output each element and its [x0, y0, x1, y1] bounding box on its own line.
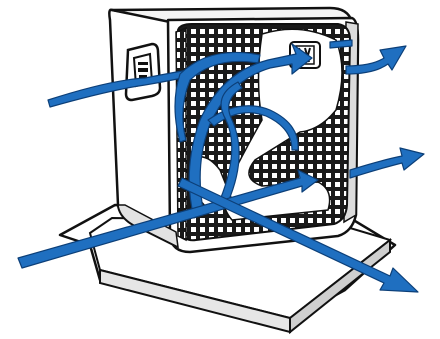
airflow-arrow-upper-right	[345, 45, 407, 75]
airflow-arrow-lower-s	[219, 81, 243, 203]
airflow-arrow-center-curve	[188, 43, 313, 219]
airflow-arrow-middle-right	[349, 147, 425, 179]
airflow-arrow-bottom-right	[177, 177, 419, 293]
airflow-arrow-swirl	[174, 51, 261, 143]
airflow-arrow-long-left	[17, 169, 319, 269]
airflow-arrow-inner-arc	[207, 105, 299, 151]
airflow-arrows	[17, 39, 425, 293]
airflow-arrow-outlet-top	[329, 39, 353, 49]
control-panel-icon	[124, 42, 162, 102]
airflow-arrow-upper-left	[47, 67, 201, 108]
